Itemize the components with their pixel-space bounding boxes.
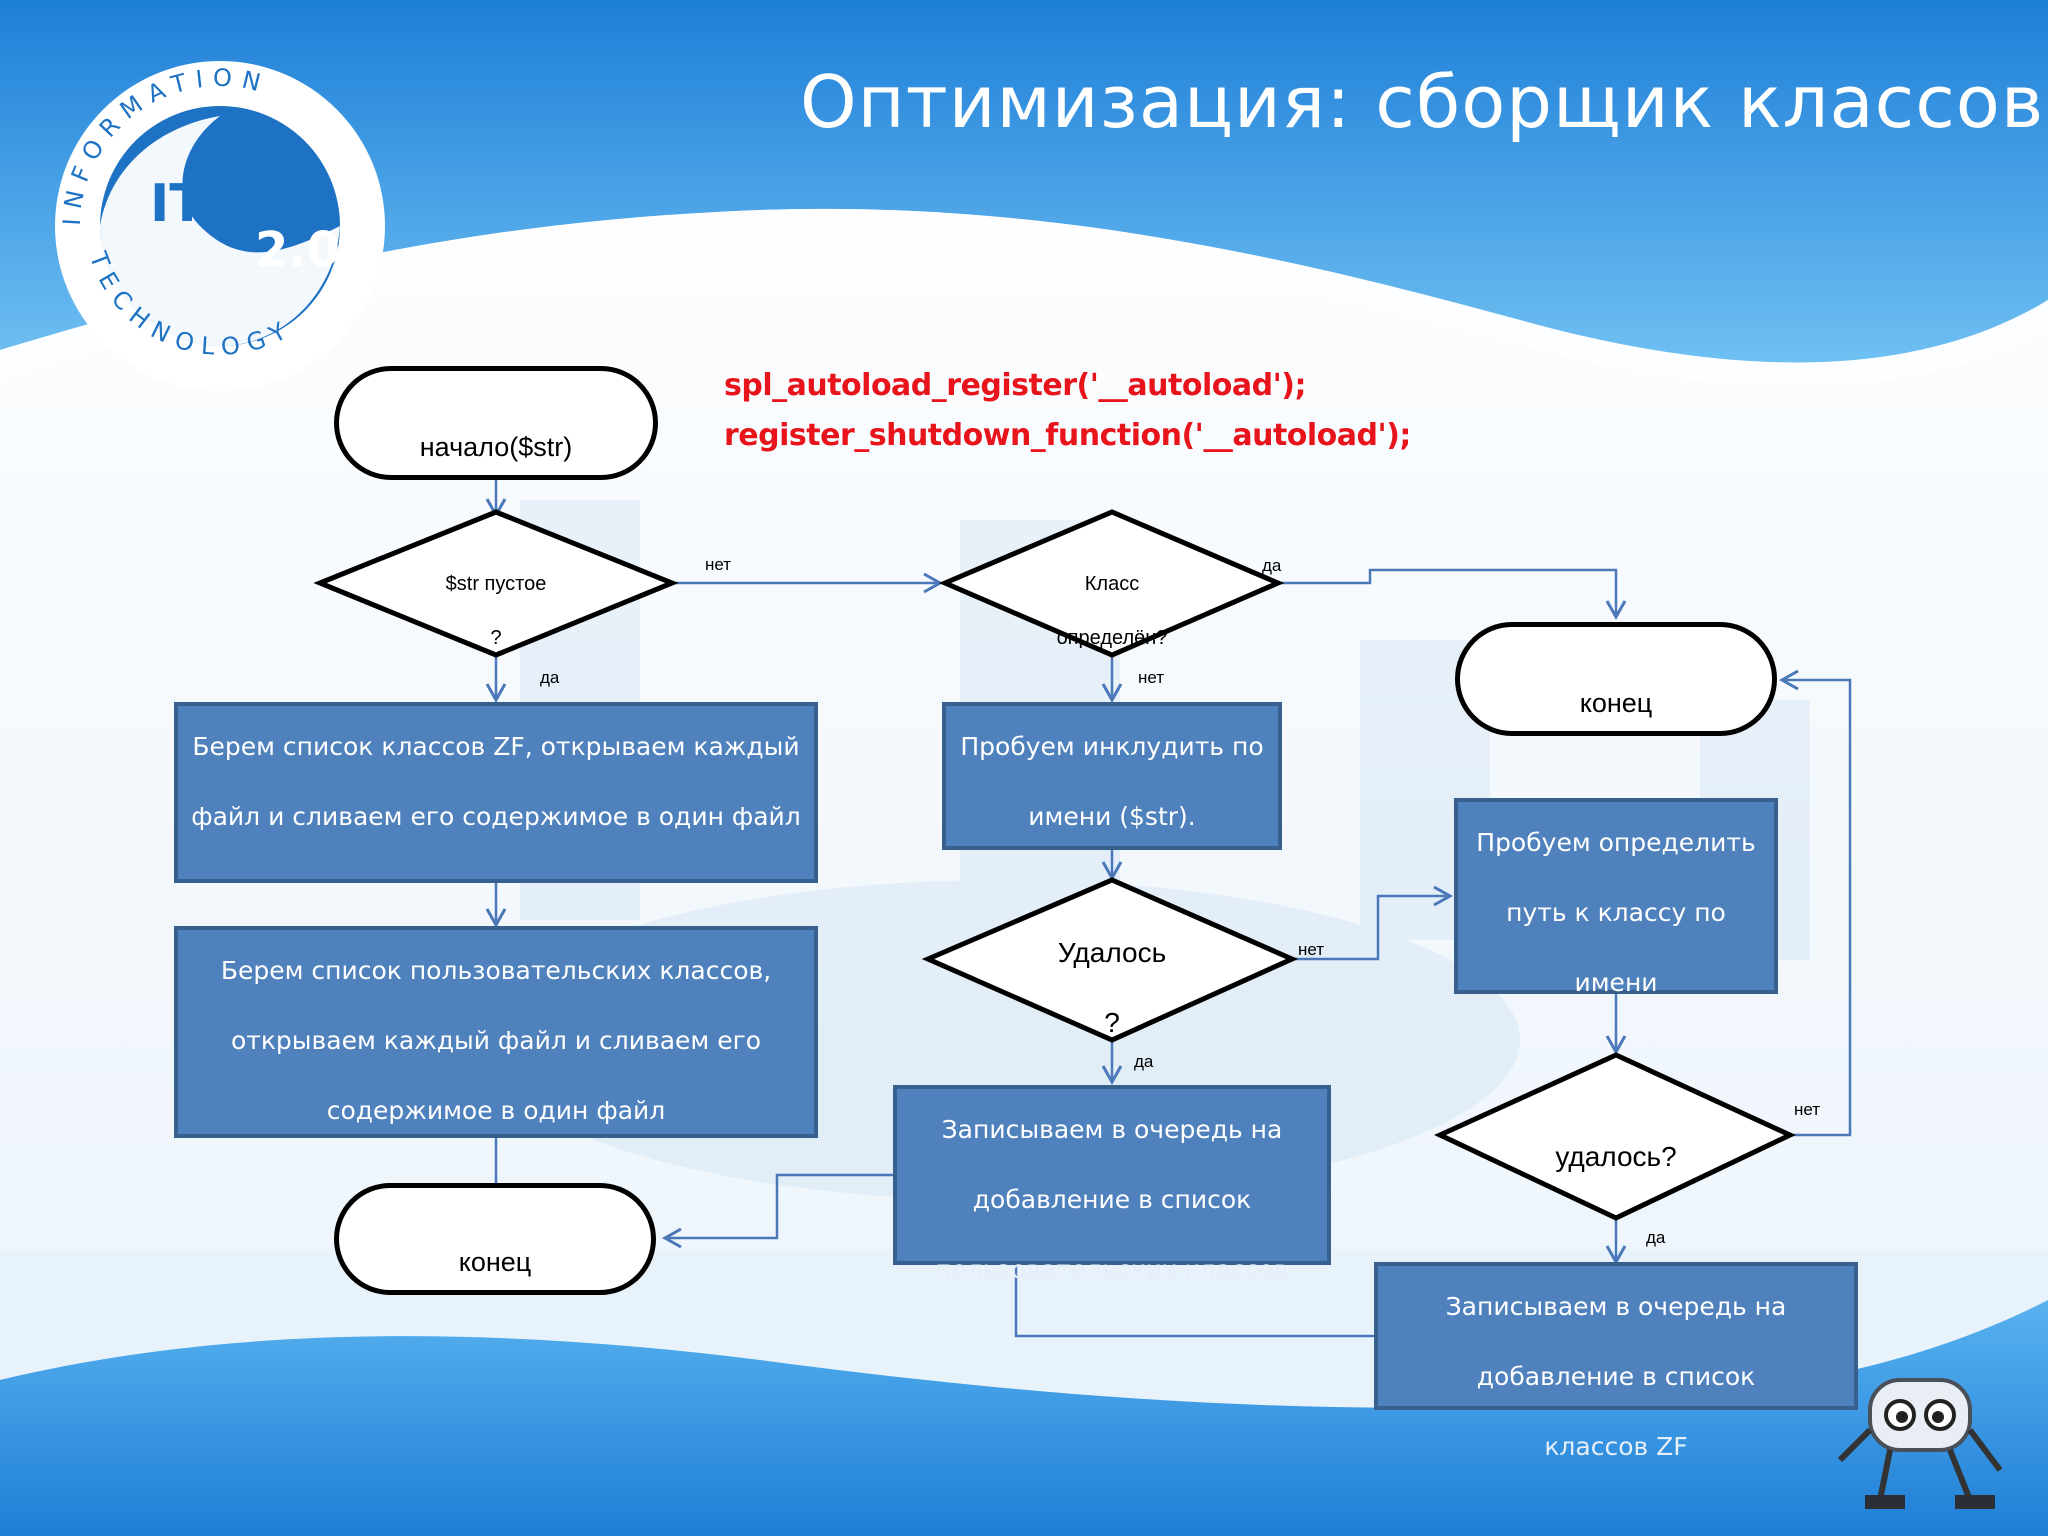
decision-str-empty-line-2: ? [490, 627, 502, 649]
slide-title: Оптимизация: сборщик классов [800, 60, 2045, 144]
top-wave [0, 0, 2048, 363]
decision-class-defined-line-1: Класс [1084, 573, 1140, 595]
process-queue-user-classes: Записываем в очередь на добавление в спи… [893, 1085, 1331, 1284]
decision-succeeded-line-1: Удалось [1057, 937, 1167, 968]
robot-mascot [1837, 1378, 2003, 1509]
decision-succeeded-2 [1434, 1052, 1796, 1221]
logo-version-text: 2.0 [255, 222, 340, 278]
process-include-by-name: Пробуем инклудить по имени ($str). [942, 702, 1282, 850]
edge-label-no-3: нет [1298, 940, 1325, 959]
edge-queue-zf-to-queue-user [1014, 1265, 1375, 1338]
process-merge-zf: Берем список классов ZF, открываем кажды… [174, 702, 818, 883]
edge-label-yes-4: да [1646, 1228, 1666, 1247]
edge-succeeded-no [1292, 885, 1454, 961]
process-merge-zf-line-1: Берем список классов ZF, открываем кажды… [192, 732, 800, 761]
edge-label-yes-1: да [540, 668, 560, 687]
decision-class-defined [938, 509, 1285, 658]
decision-succeeded-2-label: удалось? [1516, 1141, 1716, 1173]
terminator-end-left: конец [334, 1183, 656, 1295]
decision-str-empty-line-1: $str пустое [445, 573, 547, 595]
decision-succeeded-line-2: ? [1104, 1007, 1120, 1038]
process-merge-user-line-3: содержимое в один файл [326, 1096, 666, 1125]
edge-queue-user-to-end [661, 1173, 893, 1249]
process-queue-zf-line-1: Записываем в очередь на [1445, 1292, 1787, 1321]
edge-label-yes-2: да [1262, 556, 1282, 575]
decision-str-empty [313, 509, 679, 658]
decision-class-defined-line-2: определён? [1056, 627, 1168, 649]
edge-label-no-2: нет [1138, 668, 1165, 687]
decision-class-defined-label: Класс определён? [1012, 557, 1212, 665]
terminator-end-right: конец [1455, 622, 1777, 736]
process-merge-user-line-1: Берем список пользовательских классов, [220, 956, 772, 985]
terminator-start: начало($str) [334, 366, 658, 480]
top-wave-highlight [0, 208, 2048, 387]
code-line-2: register_shutdown_function('__autoload')… [724, 418, 1411, 453]
edge-label-no-1: нет [705, 555, 732, 574]
decision-succeeded-2-line-1: удалось? [1555, 1141, 1677, 1172]
process-queue-user-line-1: Записываем в очередь на [941, 1115, 1283, 1144]
process-resolve-line-2: путь к классу по [1506, 898, 1726, 927]
decision-str-empty-label: $str пустое ? [400, 557, 592, 665]
process-merge-user-line-2: открываем каждый файл и сливаем его [230, 1026, 762, 1055]
edge-label-yes-3: да [1134, 1052, 1154, 1071]
process-include-line-1: Пробуем инклудить по [960, 732, 1264, 761]
process-include-line-2: имени ($str). [1028, 802, 1196, 831]
it20-logo: IT 2.0 INFORMATION TECHNOLOGY [55, 61, 385, 391]
process-queue-zf-line-3: классов ZF [1544, 1432, 1688, 1461]
bottom-wave [0, 1300, 2048, 1536]
logo-it-text: IT [150, 174, 205, 234]
edge-label-no-4: нет [1794, 1100, 1821, 1119]
process-queue-user-line-3: пользовательских классов [935, 1255, 1289, 1284]
process-merge-zf-line-2: файл и сливаем его содержимое в один фай… [191, 802, 801, 831]
process-resolve-line-1: Пробуем определить [1476, 828, 1756, 857]
decision-succeeded [921, 877, 1299, 1043]
decision-succeeded-label: Удалось ? [1012, 918, 1212, 1058]
process-resolve-line-3: имени [1574, 968, 1658, 997]
process-merge-user: Берем список пользовательских классов, о… [174, 926, 818, 1138]
process-resolve-path: Пробуем определить путь к классу по имен… [1454, 798, 1778, 997]
edge-succeeded2-no [1778, 669, 1852, 1137]
process-queue-user-line-2: добавление в список [972, 1185, 1252, 1214]
process-queue-zf-line-2: добавление в список [1476, 1362, 1756, 1391]
edge-defined-yes [1278, 568, 1627, 621]
process-queue-zf-classes: Записываем в очередь на добавление в спи… [1374, 1262, 1858, 1461]
code-line-1: spl_autoload_register('__autoload'); [724, 368, 1306, 403]
